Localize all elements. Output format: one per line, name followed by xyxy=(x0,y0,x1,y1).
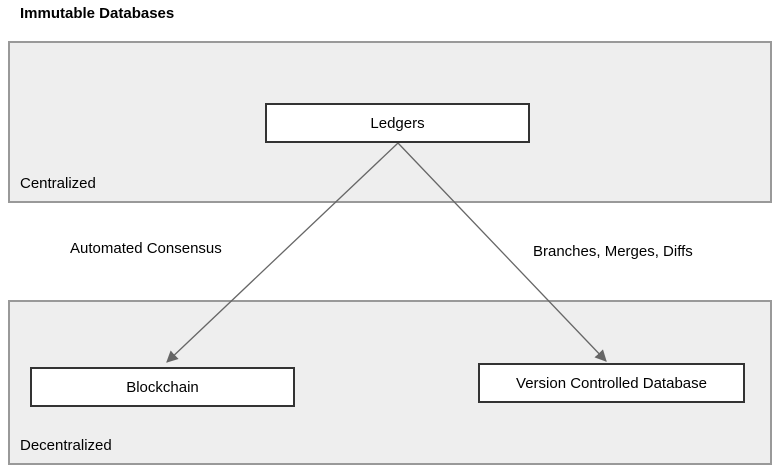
node-version-controlled-database-label: Version Controlled Database xyxy=(516,374,707,392)
node-ledgers-label: Ledgers xyxy=(370,114,425,132)
diagram-title: Immutable Databases xyxy=(20,5,175,22)
edge-label-automated-consensus: Automated Consensus xyxy=(70,240,222,257)
node-blockchain: Blockchain xyxy=(30,367,295,407)
node-ledgers: Ledgers xyxy=(265,103,530,143)
container-decentralized-label: Decentralized xyxy=(20,437,112,454)
edge-label-branches-merges-diffs: Branches, Merges, Diffs xyxy=(533,243,693,260)
container-centralized-label: Centralized xyxy=(20,175,96,192)
node-blockchain-label: Blockchain xyxy=(126,378,199,396)
node-version-controlled-database: Version Controlled Database xyxy=(478,363,745,403)
